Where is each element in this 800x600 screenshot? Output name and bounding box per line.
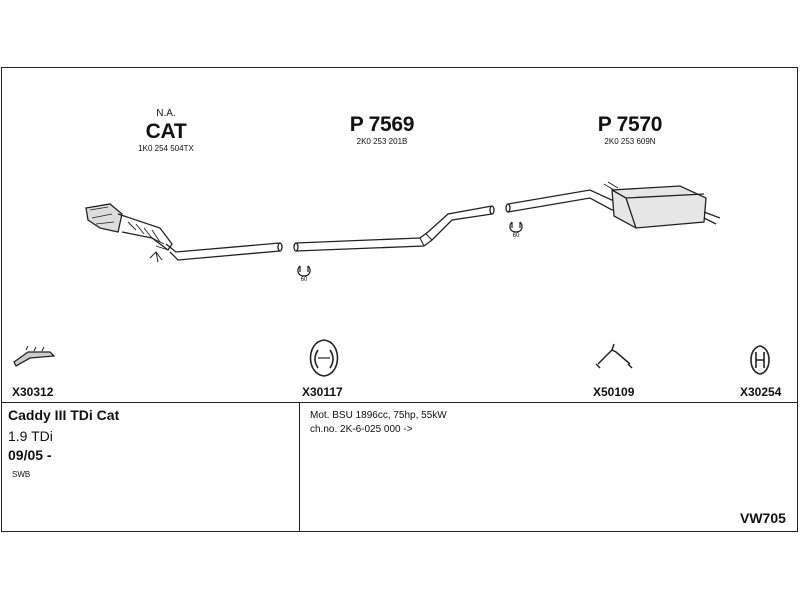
middle-pipe-drawing xyxy=(293,205,495,252)
section-title-cat: CAT xyxy=(145,120,187,143)
vehicle-engine: 1.9 TDi xyxy=(8,428,53,444)
section-note: N.A. xyxy=(156,108,176,119)
section-title-middle: P 7569 xyxy=(349,113,415,136)
section-code-cat: 1K0 254 504TX xyxy=(138,144,194,153)
vehicle-date: 09/05 - xyxy=(8,447,52,463)
hanger-ring-drawing-2 xyxy=(509,221,523,233)
part-x30312-drawing xyxy=(13,345,56,367)
catalytic-converter-drawing xyxy=(85,203,283,263)
hanger-size-label: 60 xyxy=(300,277,308,283)
section-code-middle: 2K0 253 201B xyxy=(356,137,408,146)
part-x30117-drawing xyxy=(309,339,339,377)
engine-spec: Mot. BSU 1896cc, 75hp, 55kW xyxy=(310,410,447,421)
hanger-ring-drawing xyxy=(297,265,311,277)
part-number: X30254 xyxy=(740,385,782,399)
part-x50109-drawing xyxy=(595,343,633,369)
hanger-size-label: 60 xyxy=(512,233,520,239)
vehicle-variant: SWB xyxy=(12,470,31,479)
divider-horizontal xyxy=(1,402,798,403)
divider-vertical xyxy=(299,403,300,532)
part-x30254-drawing xyxy=(750,345,770,375)
section-title-rear: P 7570 xyxy=(597,113,663,136)
section-code-rear: 2K0 253 609N xyxy=(604,137,656,146)
diagram-frame xyxy=(1,67,798,532)
vehicle-model: Caddy III TDi Cat xyxy=(8,407,120,423)
chassis-number: ch.no. 2K-6-025 000 -> xyxy=(310,424,413,435)
part-number: X50109 xyxy=(593,385,635,399)
part-number: X30117 xyxy=(302,385,343,399)
rear-silencer-drawing xyxy=(505,181,721,229)
catalog-number: VW705 xyxy=(740,510,786,526)
part-number: X30312 xyxy=(12,385,54,399)
